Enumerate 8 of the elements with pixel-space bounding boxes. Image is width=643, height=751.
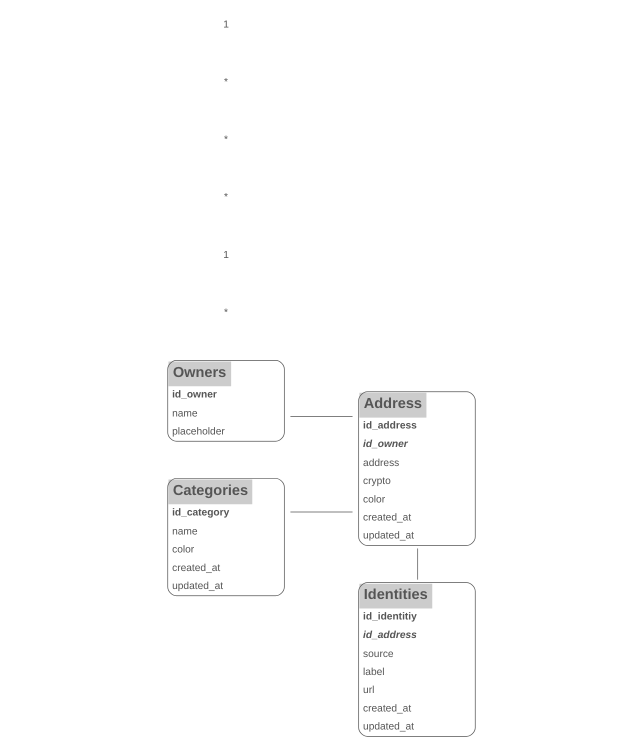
label: * <box>224 134 228 146</box>
label: * <box>224 307 228 318</box>
label: * <box>224 192 228 204</box>
connector <box>290 416 353 417</box>
label: 1 <box>223 20 229 31</box>
label: * <box>224 77 228 88</box>
label: 1 <box>223 250 229 261</box>
connector <box>417 548 418 580</box>
